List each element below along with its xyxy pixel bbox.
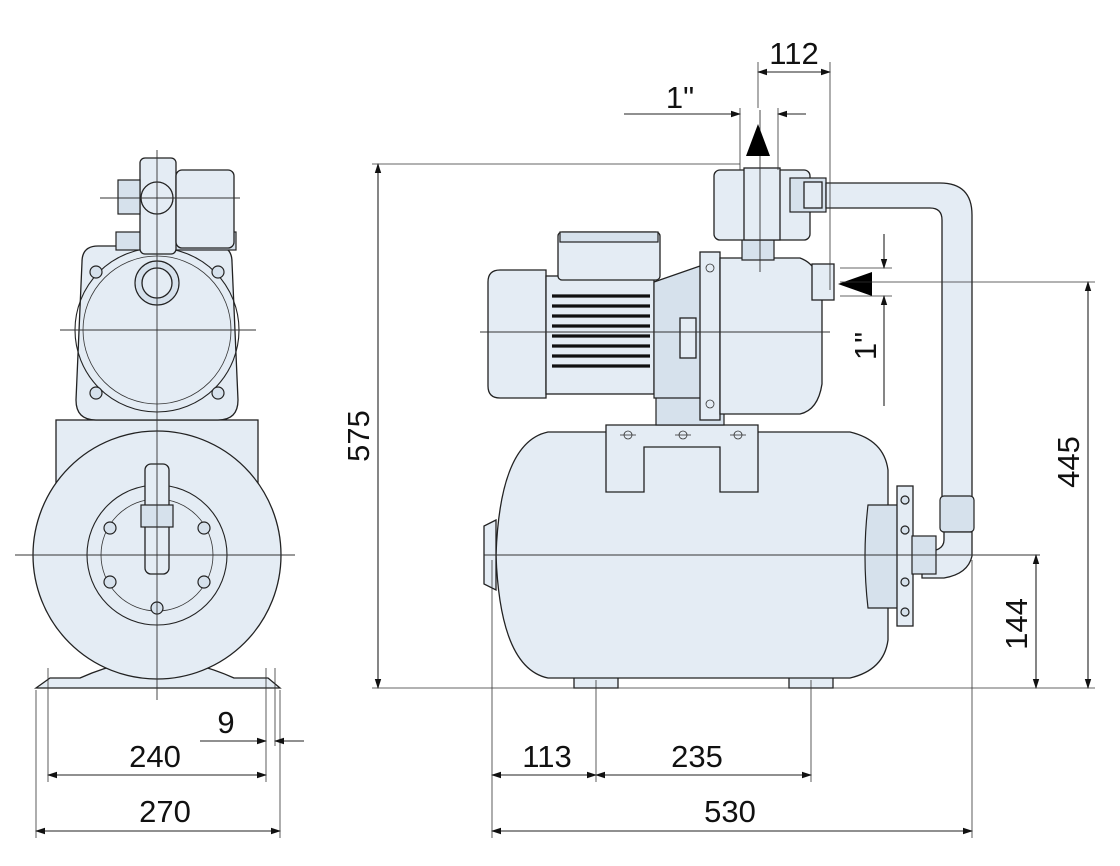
foot-offset-label: 113 — [522, 739, 571, 774]
motor — [487, 269, 547, 399]
length-total-label: 530 — [704, 794, 756, 829]
front-view — [15, 150, 295, 700]
inlet-flow-arrow — [838, 272, 872, 296]
pump-flange — [699, 251, 721, 421]
front-foot-slot-label: 9 — [217, 705, 234, 740]
outlet-height-label: 445 — [1051, 436, 1086, 488]
inlet-size-label: 1" — [848, 332, 883, 360]
front-total-width-label: 270 — [139, 794, 191, 829]
foot-spacing-label: 235 — [671, 739, 723, 774]
tank-flange — [896, 485, 914, 627]
outlet-size-label: 1" — [666, 80, 694, 115]
outlet-flow-arrow — [746, 124, 770, 156]
motor-fins — [552, 294, 650, 368]
tank-axis-height-label: 144 — [999, 598, 1034, 650]
height-total-label: 575 — [341, 410, 376, 462]
front-flange-bolts — [103, 521, 211, 615]
outlet-offset-label: 112 — [769, 36, 818, 71]
mount-plate — [605, 424, 759, 493]
inlet-port — [811, 263, 835, 301]
pump-volute — [719, 257, 823, 415]
side-view — [480, 110, 1040, 689]
front-foot-span-label: 240 — [129, 739, 181, 774]
pipe-nut — [939, 495, 975, 533]
front-dimensions — [35, 668, 304, 838]
side-dimensions — [372, 62, 1095, 838]
